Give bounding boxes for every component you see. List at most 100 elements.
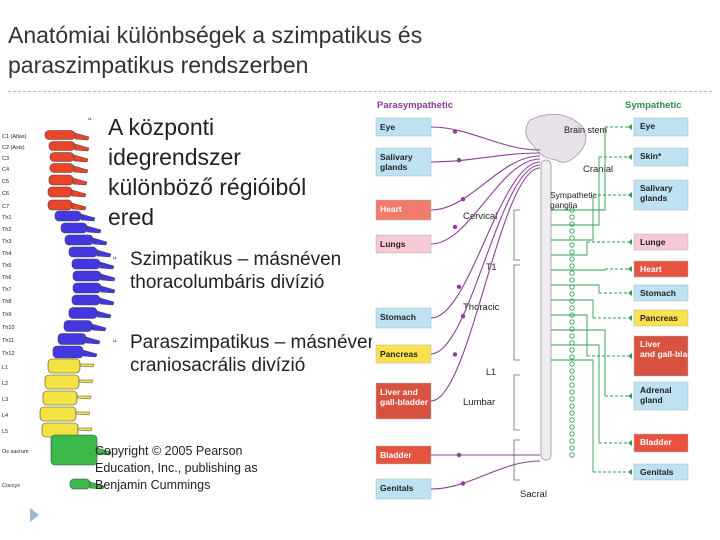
- sympathetic-preganglionic-fiber: [551, 195, 594, 241]
- sympathetic-chain-ganglion: [569, 319, 575, 325]
- parasympathetic-organ: Genitals: [375, 478, 432, 500]
- sympathetic-chain-ganglion: [569, 431, 575, 437]
- vertebra-label: C3: [2, 156, 9, 162]
- sympathetic-chain-ganglion: [569, 424, 575, 430]
- parasympathetic-ganglion: [456, 284, 462, 289]
- sympathetic-chain-ganglion: [569, 410, 575, 416]
- spinous-process-2: [74, 143, 90, 152]
- sympathetic-preganglionic-fiber: [551, 127, 606, 211]
- sub-bullet-text-2: Paraszimpatikus – másnéven craniosacráli…: [130, 332, 379, 376]
- spinous-process-16: [96, 310, 112, 319]
- spinous-process-4: [73, 165, 89, 174]
- parasympathetic-fiber: [430, 167, 541, 402]
- sympathetic-organ: Pancreas: [633, 309, 689, 327]
- parasympathetic-ganglion: [452, 352, 458, 357]
- spinous-process-9: [86, 225, 102, 234]
- svg-text:Stomach: Stomach: [640, 288, 676, 298]
- cns-label-lumbar: Lumbar: [463, 397, 495, 408]
- parasympathetic-ganglion: [456, 452, 462, 458]
- svg-text:Genitals: Genitals: [640, 467, 674, 477]
- vertebra-label: Th5: [2, 263, 11, 269]
- slide-title: Anatómiai különbségek a szimpatikus és p…: [8, 20, 568, 80]
- vertebra-label: C6: [2, 191, 9, 197]
- parasympathetic-organ: Heart: [375, 199, 432, 221]
- next-slide-arrow-icon[interactable]: [30, 508, 39, 522]
- sympathetic-arrow-icon: [628, 192, 632, 198]
- spinous-process-1: [74, 132, 90, 141]
- sympathetic-chain-ganglion: [569, 326, 575, 332]
- spinous-process-15: [99, 297, 115, 306]
- cns-label-brain-stem: Brain stem: [564, 125, 607, 135]
- sympathetic-chain-ganglion: [569, 375, 575, 381]
- svg-text:Eye: Eye: [640, 121, 655, 131]
- spinous-process-24: [77, 427, 93, 432]
- title-divider: [8, 91, 712, 92]
- svg-text:Bladder: Bladder: [380, 450, 412, 460]
- sympathetic-chain-ganglion: [569, 333, 575, 339]
- parasympathetic-fiber: [430, 161, 541, 319]
- vertebra-label: L3: [2, 397, 8, 403]
- vertebra-label: C5: [2, 179, 9, 185]
- vertebra-label: Th7: [2, 287, 11, 293]
- sympathetic-organ: Stomach: [633, 284, 689, 302]
- vertebra-label: Th1: [2, 215, 11, 221]
- svg-text:Pancreas: Pancreas: [380, 349, 418, 359]
- sympathetic-chain-ganglion: [569, 305, 575, 311]
- cns-label-l1: L1: [486, 367, 496, 377]
- segment-bracket-3: [513, 374, 520, 431]
- svg-text:Genitals: Genitals: [380, 483, 414, 493]
- sub-bullet-icon-2: “: [113, 338, 117, 350]
- copyright-text: Copyright © 2005 Pearson Education, Inc.…: [95, 444, 258, 492]
- vertebra-label: Th4: [2, 251, 11, 257]
- sympathetic-chain-ganglion: [569, 298, 575, 304]
- sympathetic-chain-ganglion: [569, 277, 575, 283]
- vertebra-label: Th3: [2, 239, 11, 245]
- spinous-process-3: [73, 154, 89, 163]
- spinous-process-20: [79, 363, 95, 368]
- title-line-2: paraszimpatikus rendszerben: [8, 52, 309, 78]
- brain: [525, 113, 587, 163]
- sympathetic-organ: Genitals: [633, 463, 689, 481]
- svg-text:Eye: Eye: [380, 122, 395, 132]
- sympathetic-chain-ganglion: [569, 340, 575, 346]
- sympathetic-organ: Eye: [633, 117, 689, 137]
- parasympathetic-organ: Bladder: [375, 445, 432, 465]
- spinal-cord: [540, 159, 552, 461]
- sympathetic-preganglionic-fiber: [551, 157, 600, 226]
- main-bullet-text: A központi idegrendszer különböző régiói…: [108, 114, 307, 230]
- sympathetic-chain-ganglion: [569, 235, 575, 241]
- parasympathetic-organ: Lungs: [375, 234, 432, 254]
- vertebra-label: Os sacrum: [2, 449, 29, 455]
- sympathetic-chain-ganglion: [569, 354, 575, 360]
- sympathetic-arrow-icon: [628, 469, 632, 475]
- svg-text:Pancreas: Pancreas: [640, 313, 678, 323]
- spinous-process-8: [80, 213, 96, 222]
- sympathetic-chain-ganglion: [569, 403, 575, 409]
- parasympathetic-fiber: [430, 158, 541, 245]
- vertebra-label: L1: [2, 365, 8, 371]
- sympathetic-preganglionic-fiber: [551, 329, 606, 396]
- sympathetic-preganglionic-fiber: [551, 359, 594, 472]
- sympathetic-arrow-icon: [628, 353, 632, 359]
- vertebra-label: L4: [2, 413, 8, 419]
- vertebra-label: Th6: [2, 275, 11, 281]
- spinous-process-11: [96, 249, 112, 258]
- vertebra-label: C2 (Axis): [2, 145, 25, 151]
- sympathetic-chain-ganglion: [569, 291, 575, 297]
- parasympathetic-header: Parasympathetic: [377, 100, 453, 111]
- sympathetic-chain-ganglion: [569, 417, 575, 423]
- sub-bullet-text-1: Szimpatikus – másnéven thoracolumbáris d…: [130, 249, 342, 293]
- svg-text:Lungs: Lungs: [380, 239, 406, 249]
- sympathetic-chain-ganglion: [569, 389, 575, 395]
- svg-text:Heart: Heart: [640, 264, 662, 274]
- segment-bracket-1: [513, 209, 520, 261]
- parasympathetic-fiber: [430, 460, 541, 490]
- vertebra-label: Th12: [2, 351, 15, 357]
